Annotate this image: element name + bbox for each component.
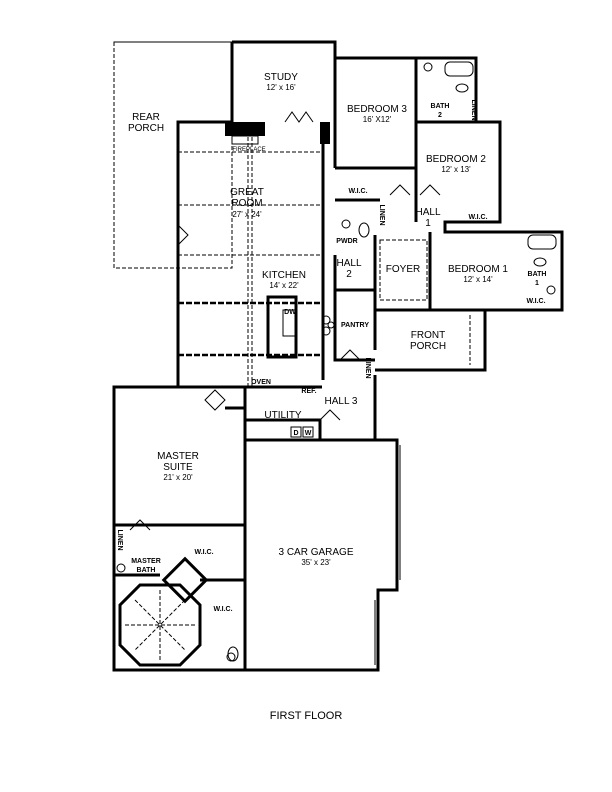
bath-fixtures — [116, 61, 557, 662]
linen-label: LINEN — [378, 205, 385, 226]
linen-label: LINEN — [116, 530, 123, 551]
linen-label: LINEN — [364, 358, 371, 379]
wic-label: W.I.C. — [348, 188, 367, 195]
bedroom3-size: 16' X12' — [363, 115, 392, 124]
master-suite-label-2: SUITE — [163, 462, 193, 473]
dishwasher-label: DW — [284, 309, 296, 316]
oven-label: OVEN — [251, 379, 271, 386]
pwdr-label: PWDR — [336, 238, 357, 245]
washer-label: W — [305, 430, 312, 437]
ceiling-beams — [178, 125, 471, 387]
cooktop-icon — [321, 315, 335, 336]
bath1-num: 1 — [535, 280, 539, 287]
fireplace — [225, 122, 330, 145]
fireplace-label: FIREPLACE — [232, 147, 265, 153]
great-room-label-2: ROOM — [231, 198, 262, 209]
study-size: 12' x 16' — [266, 83, 296, 92]
refrigerator-label: REF. — [301, 388, 316, 395]
hall2-label: HALL — [336, 258, 361, 269]
bedroom2-size: 12' x 13' — [441, 165, 471, 174]
wic-label: W.I.C. — [213, 606, 232, 613]
hall1-num: 1 — [425, 218, 431, 229]
pantry-label: PANTRY — [341, 322, 369, 329]
wic-label: W.I.C. — [194, 549, 213, 556]
garage-windows — [374, 445, 401, 665]
hall2-num: 2 — [346, 269, 352, 280]
master-bath-label-2: BATH — [137, 567, 156, 574]
front-porch-label-2: PORCH — [410, 341, 446, 352]
utility-label: UTILITY — [264, 410, 302, 421]
linen-label: LINEN — [470, 100, 477, 121]
dryer-label: D — [293, 430, 298, 437]
master-suite-label: MASTER — [157, 451, 199, 462]
great-room-size: 27' x 24' — [232, 210, 262, 219]
bath1-label: BATH — [528, 271, 547, 278]
great-room-label: GREAT — [230, 187, 264, 198]
master-bath-label: MASTER — [131, 558, 161, 565]
bath2-num: 2 — [438, 112, 442, 119]
rear-porch-label: REAR — [132, 112, 160, 123]
bedroom1-size: 12' x 14' — [463, 275, 493, 284]
floor-title: FIRST FLOOR — [270, 710, 343, 722]
study-label: STUDY — [264, 72, 298, 83]
wic-label: W.I.C. — [468, 214, 487, 221]
rear-porch-label-2: PORCH — [128, 123, 164, 134]
wic-label: W.I.C. — [526, 298, 545, 305]
rear-porch — [113, 41, 233, 269]
garage-size: 35' x 23' — [301, 558, 331, 567]
foyer-label: FOYER — [386, 264, 420, 275]
kitchen-label: KITCHEN — [262, 270, 306, 281]
kitchen-size: 14' x 22' — [269, 281, 299, 290]
master-bath-tub — [118, 556, 209, 667]
door-swings — [129, 111, 441, 531]
bedroom1-label: BEDROOM 1 — [448, 264, 508, 275]
bedroom3-label: BEDROOM 3 — [347, 104, 407, 115]
bedroom2-label: BEDROOM 2 — [426, 154, 486, 165]
kitchen-island — [266, 295, 298, 359]
garage-label: 3 CAR GARAGE — [278, 547, 353, 558]
hall3-label: HALL 3 — [325, 396, 358, 407]
master-suite-size: 21' x 20' — [163, 473, 193, 482]
hall1-label: HALL — [415, 207, 440, 218]
bath2-label: BATH — [431, 103, 450, 110]
front-porch-label: FRONT — [411, 330, 445, 341]
